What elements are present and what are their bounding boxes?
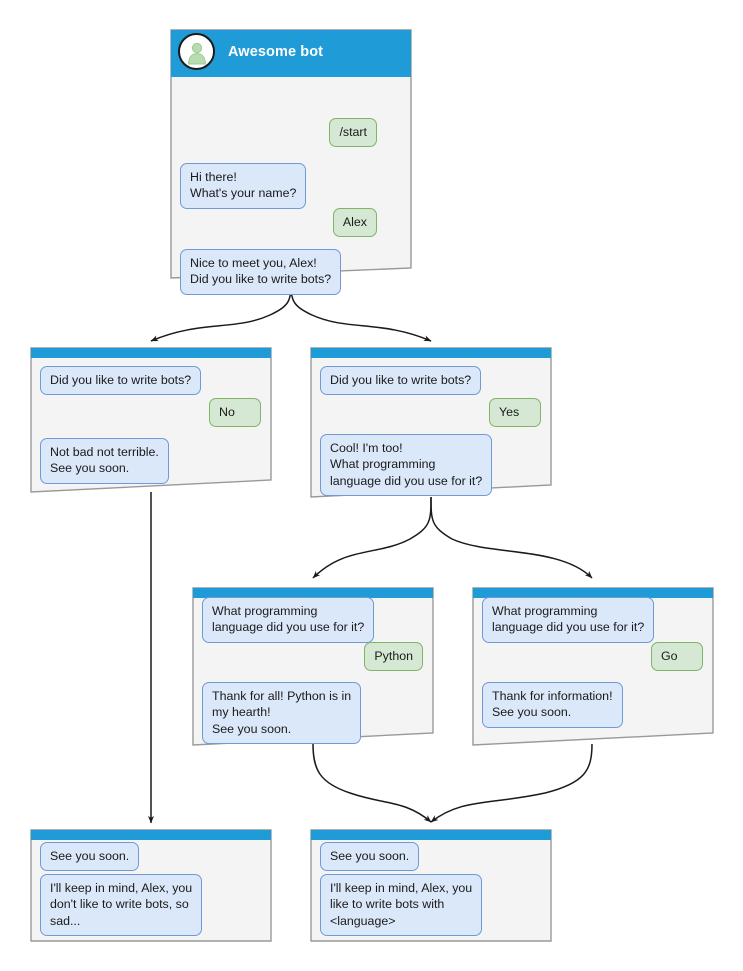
chat-window-end-yes[interactable]: See you soon. I'll keep in mind, Alex, y… <box>309 828 553 943</box>
message-area: What programming language did you use fo… <box>191 597 435 747</box>
message-bubble-bot: Nice to meet you, Alex! Did you like to … <box>180 249 342 295</box>
chat-window-end-no[interactable]: See you soon. I'll keep in mind, Alex, y… <box>29 828 273 943</box>
connector-yes-to-python <box>312 496 432 579</box>
message-bubble-user: Yes <box>489 398 541 428</box>
message-area: See you soon. I'll keep in mind, Alex, y… <box>309 840 553 943</box>
message-bubble-user: No <box>209 398 261 428</box>
message-bubble-bot: See you soon. <box>320 842 420 872</box>
person-avatar-icon <box>178 33 215 70</box>
window-title-text: Awesome bot <box>228 43 324 60</box>
message-bubble-bot: Did you like to write bots? <box>40 366 202 396</box>
message-bubble-bot: I'll keep in mind, Alex, you like to wri… <box>320 874 483 937</box>
message-area: See you soon. I'll keep in mind, Alex, y… <box>29 840 273 943</box>
message-bubble-bot: Not bad not terrible. See you soon. <box>40 438 169 484</box>
window-title-bar <box>191 586 435 596</box>
connector-go-to-end <box>430 743 593 823</box>
message-area: Did you like to write bots? Yes Cool! I'… <box>309 358 553 499</box>
window-title-bar <box>471 586 715 596</box>
connector-yes-to-go <box>430 496 593 579</box>
message-area: What programming language did you use fo… <box>471 597 715 747</box>
message-bubble-bot: I'll keep in mind, Alex, you don't like … <box>40 874 203 937</box>
window-title-bar <box>309 346 553 356</box>
connector-python-to-end <box>312 743 432 823</box>
message-bubble-bot: Did you like to write bots? <box>320 366 482 396</box>
message-area: Did you like to write bots? No Not bad n… <box>29 358 273 494</box>
window-title-bar <box>29 828 273 838</box>
message-bubble-user: Go <box>651 642 703 672</box>
message-bubble-bot: See you soon. <box>40 842 140 872</box>
message-bubble-user: Alex <box>332 208 377 238</box>
window-title-bar <box>309 828 553 838</box>
message-bubble-bot: What programming language did you use fo… <box>482 597 655 643</box>
chat-window-yes-branch[interactable]: Did you like to write bots? Yes Cool! I'… <box>309 346 553 499</box>
message-bubble-bot: What programming language did you use fo… <box>202 597 375 643</box>
message-bubble-bot: Hi there! What's your name? <box>180 163 307 209</box>
chat-window-root[interactable]: Awesome bot /start Hi there! What's your… <box>169 28 413 295</box>
chat-window-no-branch[interactable]: Did you like to write bots? No Not bad n… <box>29 346 273 494</box>
message-area: /start Hi there! What's your name? Alex … <box>169 75 413 295</box>
window-title-bar: Awesome bot <box>169 28 413 75</box>
chat-window-go-branch[interactable]: What programming language did you use fo… <box>471 586 715 747</box>
message-bubble-bot: Cool! I'm too! What programming language… <box>320 434 493 497</box>
message-bubble-bot: Thank for information! See you soon. <box>482 682 623 728</box>
message-bubble-user: /start <box>329 118 377 148</box>
chat-window-python-branch[interactable]: What programming language did you use fo… <box>191 586 435 747</box>
window-title-bar <box>29 346 273 356</box>
message-bubble-user: Python <box>364 642 423 672</box>
message-bubble-bot: Thank for all! Python is in my hearth! S… <box>202 682 362 745</box>
